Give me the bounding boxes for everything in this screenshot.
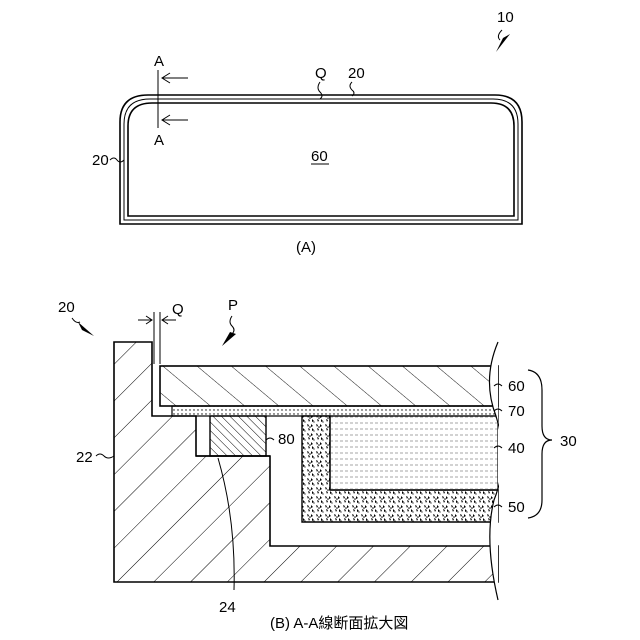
figure-a: 10 A A Q 20 20 60 (A) — [92, 9, 522, 256]
label-60-b: 60 — [508, 378, 525, 395]
label-80: 80 — [278, 431, 295, 448]
dim-arrow-left-icon — [138, 316, 152, 324]
caption-a: (A) — [296, 239, 316, 256]
section-letter-top: A — [154, 53, 164, 70]
label-q-a: Q — [315, 65, 327, 82]
section-arrow-top-icon — [162, 73, 188, 83]
layer-70 — [172, 406, 498, 416]
label-10: 10 — [497, 9, 514, 26]
label-30: 30 — [560, 433, 577, 450]
panel-60 — [160, 366, 498, 406]
label-20-left: 20 — [92, 152, 109, 169]
label-q-b: Q — [172, 301, 184, 318]
label-p: P — [228, 297, 238, 314]
spacer-80 — [210, 416, 266, 456]
label-20-top: 20 — [348, 65, 365, 82]
backlight-40 — [330, 416, 498, 490]
label-40: 40 — [508, 440, 525, 457]
label-22: 22 — [76, 449, 93, 466]
label-50: 50 — [508, 499, 525, 516]
section-letter-bottom: A — [154, 132, 164, 149]
figure-b: 20 P Q 60 70 40 — [58, 297, 577, 632]
section-arrow-bottom-icon — [162, 115, 188, 125]
label-20-b: 20 — [58, 299, 75, 316]
label-24: 24 — [219, 599, 236, 616]
label-60-a: 60 — [311, 148, 328, 165]
caption-b: (B) A-A線断面拡大図 — [270, 615, 408, 632]
arrow-p-icon — [222, 332, 236, 346]
label-70: 70 — [508, 403, 525, 420]
arrow-20-icon — [78, 322, 94, 336]
